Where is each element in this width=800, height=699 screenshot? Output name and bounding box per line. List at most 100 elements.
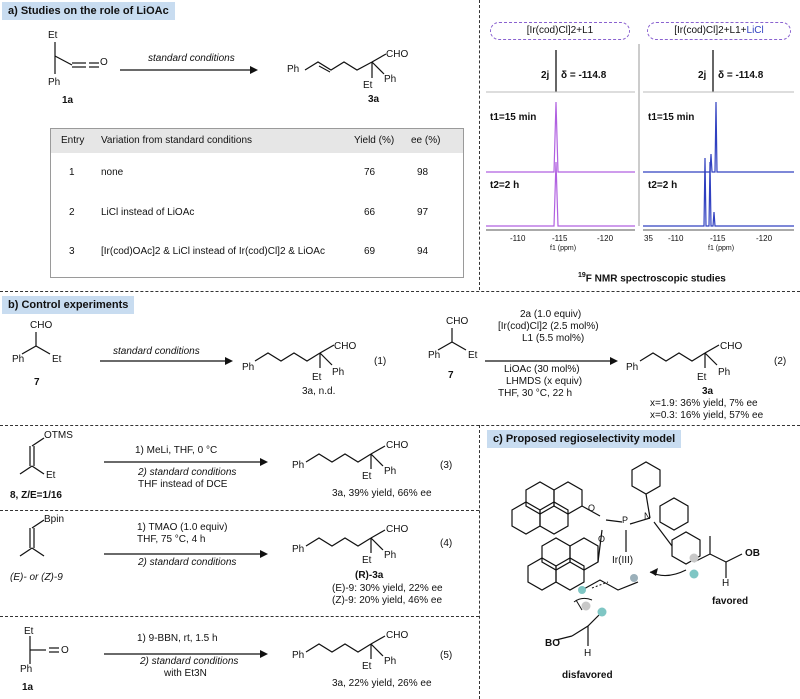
tick-right-1: -110 (668, 234, 684, 243)
tick-right-2: -115 (710, 234, 726, 243)
row1-entry: 1 (69, 167, 75, 178)
row1-ee: 98 (417, 167, 429, 178)
eq2-res-0: x=1.9: 36% yield, 7% ee (650, 398, 758, 409)
eq2-sm-label: 7 (448, 370, 454, 381)
divider-b2 (0, 510, 479, 511)
eq4-res-0: (E)-9: 30% yield, 22% ee (332, 583, 443, 594)
eq3-ph-left: Ph (292, 460, 305, 471)
row3-yield: 69 (364, 246, 376, 257)
model-h-dis: H (584, 648, 592, 659)
eq1-ph-left: Ph (242, 362, 255, 373)
eq1-et-p: Et (312, 372, 322, 383)
eq3-step2b: THF instead of DCE (138, 479, 228, 490)
divider-ab (0, 291, 800, 292)
eq2-num: (2) (774, 356, 787, 367)
eq5-ph-p: Ph (384, 656, 397, 667)
eq5-o: O (61, 645, 69, 656)
peak-2j-right: 2j (698, 70, 707, 81)
tick-right-3: -120 (756, 234, 773, 243)
model-bo: BO (545, 638, 560, 649)
eq1-sm-label: 7 (34, 377, 40, 388)
eq1-et: Et (52, 354, 62, 365)
eq1-arrow: standard conditions (113, 346, 200, 357)
row2-ee: 97 (417, 207, 429, 218)
eq5-step1: 1) 9-BBN, rt, 1.5 h (137, 633, 218, 644)
eq3-num: (3) (440, 460, 453, 471)
xlabel-right: f1 (ppm) (708, 245, 735, 252)
eq5-ph-left: Ph (292, 650, 305, 661)
eq1-product: 3a, n.d. (302, 386, 336, 397)
eq2-et: Et (468, 350, 478, 361)
eq2-ph-p: Ph (718, 367, 731, 378)
section-a-header: a) Studies on the role of LiOAc (2, 2, 175, 20)
eq4-res-1: (Z)-9: 20% yield, 46% ee (332, 595, 443, 606)
eq3-step1: 1) MeLi, THF, 0 °C (135, 445, 218, 456)
product-et: Et (363, 80, 373, 91)
eq1-ph-p: Ph (332, 367, 345, 378)
eq3-ph-p: Ph (384, 466, 397, 477)
eq4-step1b: THF, 75 °C, 4 h (137, 534, 206, 545)
eq4-label: (E)- or (Z)-9 (10, 572, 63, 583)
eq4-ph-left: Ph (292, 544, 305, 555)
row2-entry: 2 (69, 207, 75, 218)
section-a: a) Studies on the role of LiOAc (0, 0, 800, 290)
t2-right: t2=2 h (648, 180, 678, 191)
eq5-structures (29, 635, 386, 664)
scheme-b (21, 328, 720, 368)
tick-left-1: -110 (510, 234, 526, 243)
eq3-structures (19, 437, 386, 475)
eq3-label: 8, Z/E=1/16 (10, 490, 62, 501)
nmr-label-right-text: [Ir(cod)Cl]2+L1+ (674, 25, 747, 36)
section-c-header: c) Proposed regioselectivity model (487, 430, 682, 448)
nmr-label-left: [Ir(cod)Cl]2+L1 (490, 22, 630, 40)
tick-right-0: 35 (644, 234, 653, 243)
row2-yield: 66 (364, 207, 376, 218)
model-h-fav: H (722, 578, 730, 589)
eq5-step2: 2) standard conditions (140, 656, 239, 667)
eq2-cond-5: THF, 30 °C, 22 h (498, 388, 573, 399)
eq5-step2b: with Et3N (164, 668, 207, 679)
col-ee: ee (%) (411, 135, 441, 146)
scheme-a (54, 42, 387, 78)
eq4-product: (R)-3a (355, 570, 384, 581)
nmr-label-right: [Ir(cod)Cl]2+L1+LiCl (647, 22, 791, 40)
tick-left-3: -120 (597, 234, 614, 243)
nmr-spectra (486, 44, 794, 231)
eq4-ph-p: Ph (384, 550, 397, 561)
section-b-header: b) Control experiments (2, 296, 135, 314)
eq4-structures (19, 519, 386, 558)
table-header-row (51, 129, 463, 153)
product-label-a: 3a (368, 94, 380, 105)
eq2-cond-3: LiOAc (30 mol%) (504, 364, 580, 375)
arrow-label-a: standard conditions (148, 53, 235, 64)
eq5-et: Et (24, 626, 34, 637)
row1-variation: none (101, 167, 124, 178)
eq1-cho-p: CHO (334, 341, 357, 352)
eq2-cond-2: L1 (5.5 mol%) (522, 333, 585, 344)
divider-a (479, 0, 480, 290)
product-ph-left: Ph (287, 64, 300, 75)
t2-left: t2=2 h (490, 180, 520, 191)
model-ir: Ir(III) (612, 555, 634, 566)
eq2-product: 3a (702, 386, 714, 397)
eq5-cho-p: CHO (386, 630, 409, 641)
eq4-cho-p: CHO (386, 524, 409, 535)
eq3-et-p: Et (362, 471, 372, 482)
model-o-bot: O (598, 534, 606, 544)
eq3-cho-p: CHO (386, 440, 409, 451)
eq4-num: (4) (440, 538, 453, 549)
eq3-product: 3a, 39% yield, 66% ee (332, 488, 432, 499)
model-ob: OB (745, 548, 760, 559)
eq1-cho: CHO (30, 320, 53, 331)
divider-bc (479, 425, 480, 699)
peak-shift-right: δ = -114.8 (718, 70, 764, 81)
peak-2j-left: 2j (541, 70, 550, 81)
eq5-ph: Ph (20, 664, 33, 675)
eq2-cond-0: 2a (1.0 equiv) (520, 309, 582, 320)
row3-ee: 94 (417, 246, 429, 257)
reactant-label: 1a (62, 95, 74, 106)
product-cho: CHO (386, 49, 409, 60)
nmr-caption-text: F NMR spectroscopic studies (585, 273, 726, 285)
divider-b1 (0, 425, 800, 426)
reactant-ph: Ph (48, 77, 61, 88)
